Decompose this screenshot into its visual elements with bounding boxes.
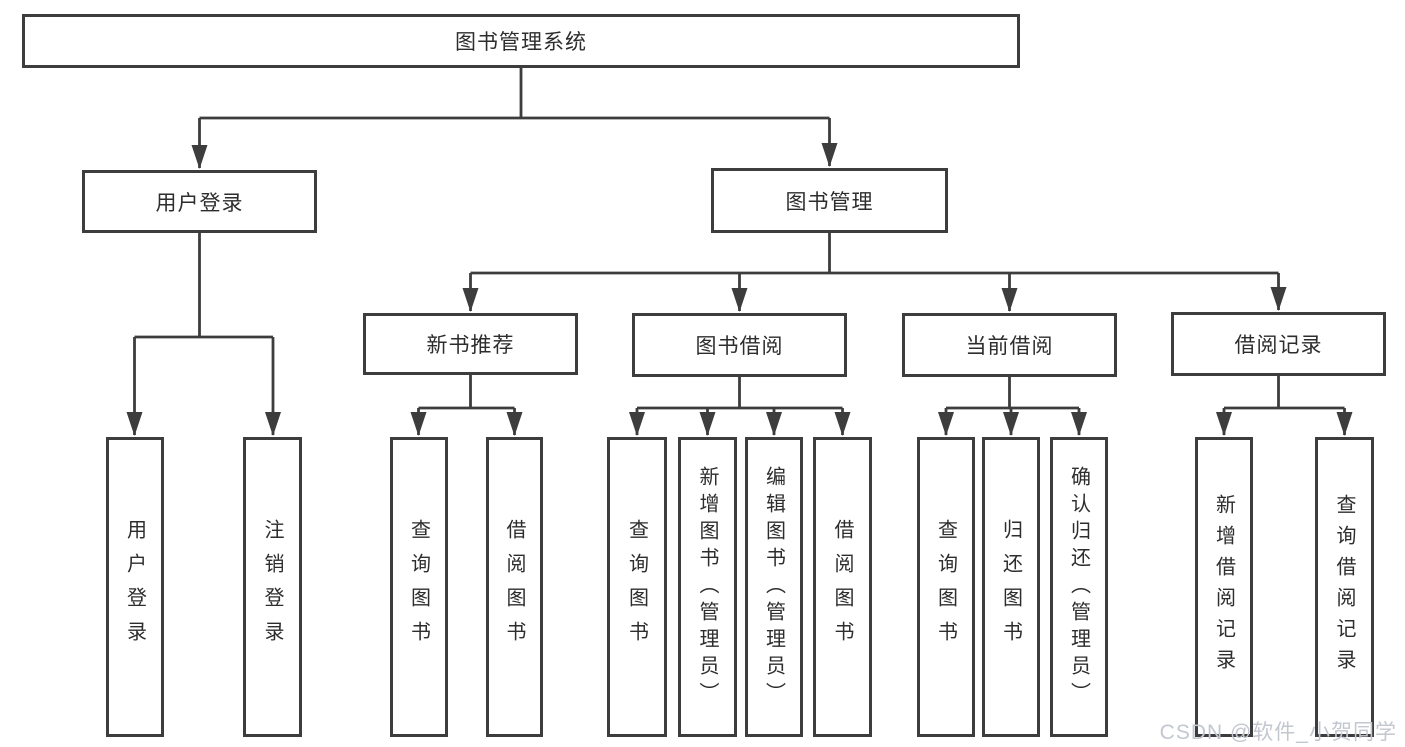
leaf-query-borrow-record-label: 查询借阅记录 <box>1333 494 1355 680</box>
leaf-query-books-borrowing: 查询图书 <box>607 437 667 737</box>
leaf-return-books-label: 归还图书 <box>999 519 1022 655</box>
leaf-borrow-books-recommend-label: 借阅图书 <box>503 519 525 655</box>
connector-arrows <box>126 118 1353 436</box>
leaf-user-login: 用户登录 <box>106 437 164 737</box>
node-current-borrowing: 当前借阅 <box>902 313 1117 377</box>
leaf-edit-books-admin: 编辑图书（管理员） <box>745 437 803 737</box>
leaf-user-login-label: 用户登录 <box>123 519 146 655</box>
node-borrowing-records: 借阅记录 <box>1171 312 1386 376</box>
leaf-logout: 注销登录 <box>243 437 302 737</box>
leaf-query-books-current-label: 查询图书 <box>934 519 957 655</box>
leaf-add-books-admin-label: 新增图书（管理员） <box>696 465 718 709</box>
leaf-query-books-borrowing-label: 查询图书 <box>625 519 648 655</box>
connector-bus-lines <box>134 68 1345 410</box>
leaf-return-books: 归还图书 <box>982 437 1040 737</box>
node-library-management-system: 图书管理系统 <box>22 14 1020 68</box>
node-user-login: 用户登录 <box>82 170 317 233</box>
leaf-add-borrow-record: 新增借阅记录 <box>1195 437 1253 737</box>
node-new-book-recommend: 新书推荐 <box>363 313 578 375</box>
leaf-query-books-recommend-label: 查询图书 <box>407 519 430 655</box>
node-book-management: 图书管理 <box>711 168 948 233</box>
leaf-add-borrow-record-label: 新增借阅记录 <box>1212 494 1235 680</box>
leaf-query-borrow-record: 查询借阅记录 <box>1315 437 1374 737</box>
leaf-borrow-books-recommend: 借阅图书 <box>486 437 543 737</box>
leaf-edit-books-admin-label: 编辑图书（管理员） <box>762 465 785 709</box>
leaf-add-books-admin: 新增图书（管理员） <box>678 437 737 737</box>
csdn-watermark: CSDN @软件_小贺同学 <box>1159 721 1397 744</box>
leaf-query-books-current: 查询图书 <box>917 437 975 737</box>
leaf-logout-label: 注销登录 <box>261 519 283 655</box>
leaf-confirm-return-admin: 确认归还（管理员） <box>1050 437 1108 737</box>
node-book-borrowing: 图书借阅 <box>632 313 847 377</box>
leaf-borrow-books-label: 借阅图书 <box>831 519 853 655</box>
leaf-borrow-books: 借阅图书 <box>813 437 872 737</box>
leaf-query-books-recommend: 查询图书 <box>390 437 448 737</box>
leaf-confirm-return-admin-label: 确认归还（管理员） <box>1067 465 1090 709</box>
